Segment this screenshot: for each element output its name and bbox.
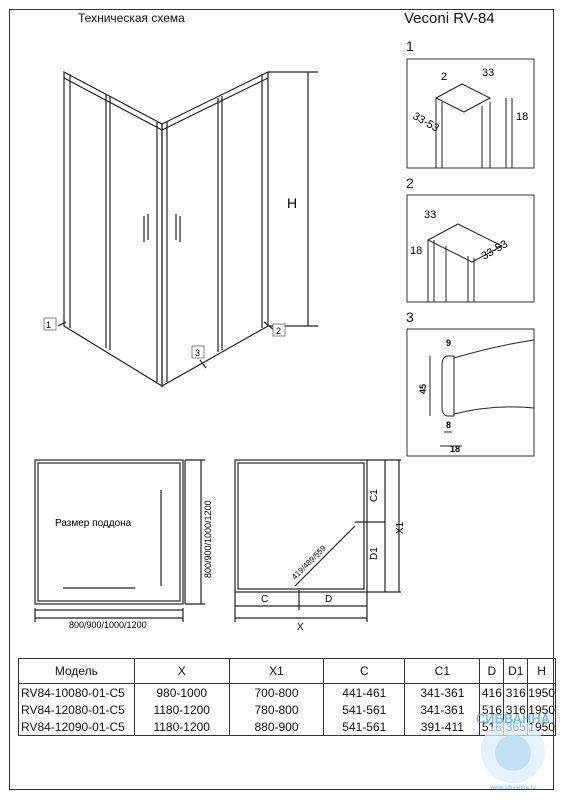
cell-h: 1950 bbox=[527, 701, 556, 718]
cell-d1: 316 bbox=[503, 683, 529, 701]
model-spec-table: Модель X X1 C C1 D D1 H RV84-10080-01-C5… bbox=[18, 658, 556, 736]
detail-2-dim-a: 33 bbox=[424, 209, 436, 221]
detail-2-number: 2 bbox=[406, 175, 414, 191]
header-x1: X1 bbox=[228, 658, 325, 684]
plan-view-drawing: Размер поддона 800/900/1000/1200 800/900… bbox=[34, 459, 213, 630]
watermark-logo: СИБВАННА www.sibvanna.ru bbox=[476, 711, 551, 791]
dimension-view-drawing: 419/489/559 C1 X1 D1 C D X bbox=[234, 459, 406, 633]
page-frame bbox=[9, 9, 554, 790]
cell-x: 1180-1200 bbox=[133, 718, 230, 736]
table-header-row: Модель X X1 C C1 D D1 H bbox=[18, 658, 556, 684]
header-d1: D1 bbox=[503, 658, 529, 684]
header-model: Модель bbox=[18, 658, 135, 684]
marker-1: 1 bbox=[46, 320, 51, 330]
cell-model: RV84-10080-01-C5 bbox=[18, 683, 135, 701]
header-d: D bbox=[479, 658, 505, 684]
cell-c1: 341-361 bbox=[404, 701, 481, 718]
diagonal-label: 419/489/559 bbox=[290, 543, 328, 581]
detail-3-dim-a: 9 bbox=[446, 338, 451, 348]
cell-model: RV84-12090-01-C5 bbox=[18, 718, 135, 736]
detail-1-number: 1 bbox=[406, 38, 414, 54]
detail-1-drawing: 2 33 33-53 18 bbox=[406, 58, 535, 169]
plan-depth-label: 800/900/1000/1200 bbox=[203, 500, 213, 578]
cell-x1: 880-900 bbox=[228, 718, 325, 736]
cell-c1: 391-411 bbox=[404, 718, 481, 736]
cell-x1: 780-800 bbox=[228, 701, 325, 718]
detail-1-dim-b: 33 bbox=[482, 67, 494, 79]
cell-x: 1180-1200 bbox=[133, 701, 230, 718]
label-c: C bbox=[261, 594, 268, 605]
iso-shower-drawing: H 1 2 3 bbox=[43, 71, 318, 388]
height-label: H bbox=[287, 195, 297, 211]
label-x1: X1 bbox=[395, 521, 406, 534]
label-d1: D1 bbox=[369, 547, 380, 560]
page-title: Техническая схема bbox=[78, 11, 185, 25]
header-c1: C1 bbox=[404, 658, 481, 684]
cell-h: 1950 bbox=[527, 683, 556, 701]
label-c1: C1 bbox=[369, 489, 380, 502]
watermark-brand: СИБВАННА bbox=[476, 711, 551, 726]
detail-3-drawing: 9 45 8 18 bbox=[406, 328, 535, 457]
right-wall bbox=[161, 71, 269, 388]
detail-3-dim-c: 8 bbox=[446, 420, 451, 430]
detail-3-dim-d: 18 bbox=[450, 444, 460, 454]
detail-2-drawing: 33 18 33-53 bbox=[406, 194, 535, 303]
marker-3: 3 bbox=[195, 348, 200, 358]
header-x: X bbox=[133, 658, 230, 684]
cell-c: 541-561 bbox=[323, 701, 406, 718]
marker-2: 2 bbox=[276, 326, 281, 336]
label-x: X bbox=[297, 622, 304, 633]
detail-2-dim-b: 18 bbox=[410, 245, 422, 257]
label-d: D bbox=[325, 594, 332, 605]
tray-label: Размер поддона bbox=[55, 518, 132, 529]
cell-c1: 341-361 bbox=[404, 683, 481, 701]
cell-x: 980-1000 bbox=[133, 683, 230, 701]
table-row: RV84-12080-01-C5 1180-1200 780-800 541-5… bbox=[18, 701, 556, 718]
cell-d: 416 bbox=[479, 683, 505, 701]
header-h: H bbox=[527, 658, 556, 684]
plan-width-label: 800/900/1000/1200 bbox=[69, 620, 147, 630]
detail-3-dim-b: 45 bbox=[418, 384, 428, 394]
detail-1-dim-a: 2 bbox=[441, 71, 447, 83]
cell-x1: 700-800 bbox=[228, 683, 325, 701]
left-wall bbox=[63, 71, 163, 388]
model-name: Veconi RV-84 bbox=[404, 10, 495, 27]
cell-c: 541-561 bbox=[323, 718, 406, 736]
header-c: C bbox=[323, 658, 406, 684]
table-row: RV84-10080-01-C5 980-1000 700-800 441-46… bbox=[18, 683, 556, 701]
cell-model: RV84-12080-01-C5 bbox=[18, 701, 135, 718]
cell-c: 441-461 bbox=[323, 683, 406, 701]
detail-3-number: 3 bbox=[406, 309, 414, 325]
cell-d1: 316 bbox=[503, 701, 529, 718]
watermark-url: www.sibvanna.ru bbox=[489, 785, 535, 791]
detail-1-dim-d: 18 bbox=[516, 111, 528, 123]
